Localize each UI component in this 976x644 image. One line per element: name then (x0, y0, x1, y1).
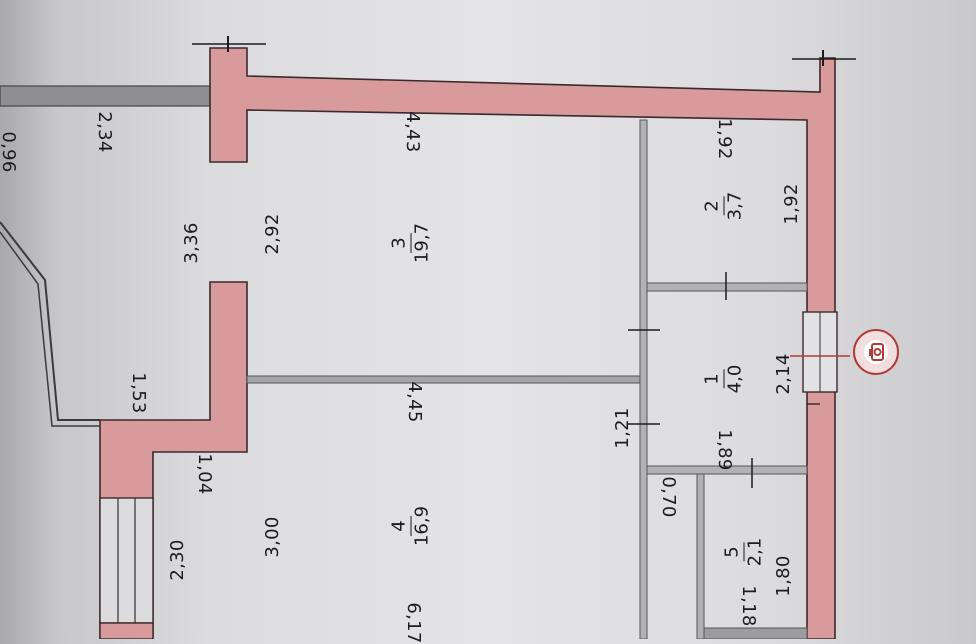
dimension-label: 2,92 (262, 213, 283, 255)
partition-room1 (646, 465, 808, 475)
partition-room5 (696, 473, 705, 640)
dimension-label: 1,04 (194, 453, 215, 495)
stair-block (99, 497, 154, 624)
wall-top (209, 47, 836, 640)
room-area: 19,7 (411, 222, 433, 264)
partition-3-4 (246, 375, 641, 384)
dimension-label: 0,70 (658, 476, 679, 518)
partition-room2 (646, 282, 808, 292)
room-1-label: 1 4,0 (702, 364, 746, 394)
dimension-label: 6,17 (403, 602, 424, 644)
stair-base (99, 622, 154, 640)
dimension-label: 1,92 (714, 118, 735, 160)
dimension-label: 1,53 (128, 372, 149, 414)
partition-vertical (639, 119, 648, 640)
partition-bottom (703, 627, 808, 640)
room-area: 4,0 (724, 364, 746, 394)
dimension-label: 3,36 (181, 222, 202, 264)
dimension-label: 0,96 (0, 131, 19, 173)
camera-icon (864, 340, 888, 364)
dimension-label: 1,21 (612, 407, 633, 449)
dimension-label: 2,14 (773, 353, 794, 395)
dimension-label: 1,80 (773, 555, 794, 597)
dimension-label: 1,92 (781, 183, 802, 225)
stamp (853, 329, 899, 375)
dimension-label: 2,30 (167, 539, 188, 581)
room-area: 16,9 (411, 505, 433, 547)
dimension-label: 4,43 (402, 111, 423, 153)
room-number: 5 (722, 542, 745, 562)
dimension-label: 4,45 (404, 381, 425, 423)
dimension-label: 2,34 (94, 111, 115, 153)
room-area: 2,1 (744, 537, 766, 567)
room-number: 1 (702, 369, 725, 389)
room-5-label: 5 2,1 (722, 537, 766, 567)
room-area: 3,7 (724, 191, 746, 221)
room-number: 2 (702, 196, 725, 216)
exterior-wall-grey (0, 85, 211, 107)
room-4-label: 4 16,9 (389, 505, 433, 547)
room-number: 4 (389, 516, 412, 536)
dimension-label: 3,00 (262, 516, 283, 558)
room-3-label: 3 19,7 (389, 222, 433, 264)
bay-window (0, 221, 100, 421)
room-2-label: 2 3,7 (702, 191, 746, 221)
dimension-label: 1,18 (738, 585, 759, 627)
room-number: 3 (389, 233, 412, 253)
dimension-label: 1,89 (714, 429, 735, 471)
